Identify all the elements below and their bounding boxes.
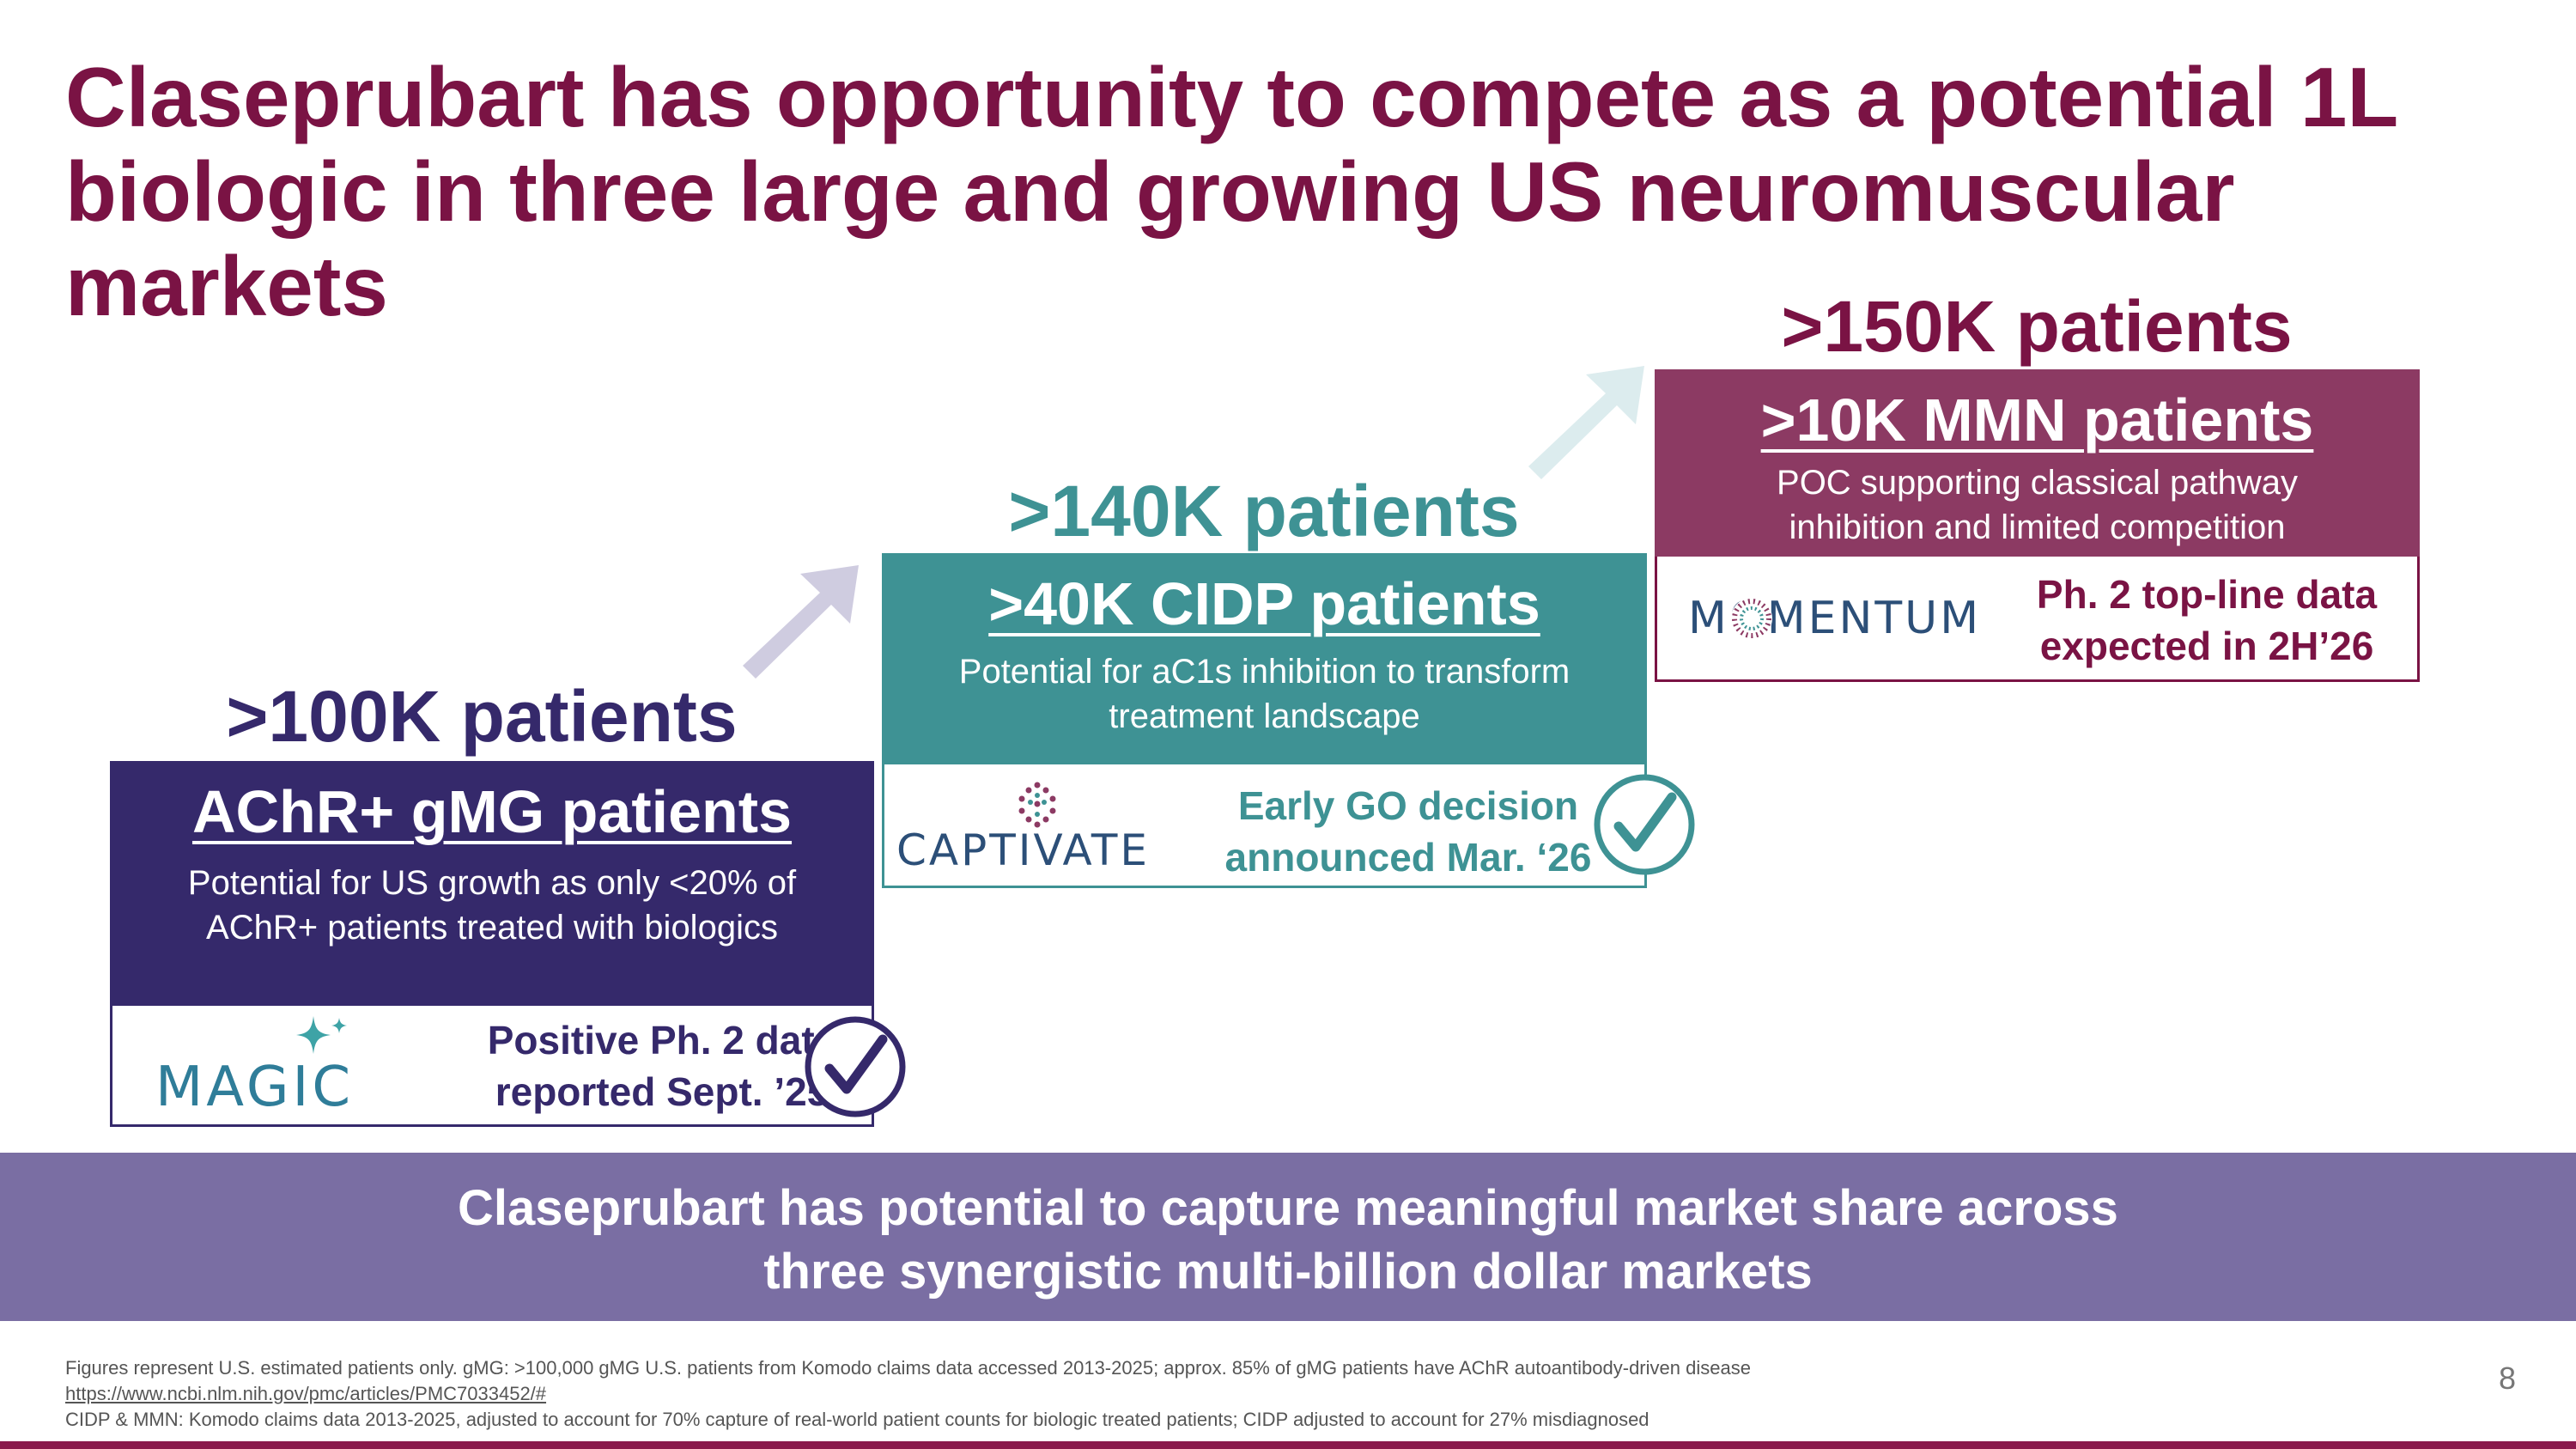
sparkle-icon bbox=[296, 1016, 347, 1054]
cidp-panel-desc-2: treatment landscape bbox=[1109, 697, 1420, 735]
gmg-status: Positive Ph. 2 data reported Sept. ’25 bbox=[404, 1014, 920, 1117]
gmg-panel-title: AChR+ gMG patients bbox=[191, 778, 793, 845]
cidp-panel-desc-1: Potential for aC1s inhibition to transfo… bbox=[958, 653, 1571, 691]
banner-line-2: three synergistic multi-billion dollar m… bbox=[763, 1244, 1813, 1300]
gmg-status-line-1: Positive Ph. 2 data bbox=[487, 1018, 837, 1062]
title-line-1: Claseprubart has opportunity to compete … bbox=[65, 50, 2399, 144]
footnotes: Figures represent U.S. estimated patient… bbox=[65, 1355, 1751, 1433]
mmn-panel-footer: MOMENTUM Ph. 2 top-line data expected in… bbox=[1655, 557, 2420, 682]
dotted-ring-icon bbox=[1731, 598, 1772, 639]
gmg-panel-footer: MAGIC Positive Ph. 2 data reported Sept.… bbox=[110, 1006, 874, 1127]
captivate-trial-logo: CAPTIVATE bbox=[896, 825, 1151, 875]
dots-cluster-icon bbox=[1018, 782, 1056, 828]
gmg-panel-header: AChR+ gMG patients Potential for US grow… bbox=[110, 761, 874, 1006]
gmg-panel-desc-2: AChR+ patients treated with biologics bbox=[206, 909, 778, 947]
cidp-panel-header: >40K CIDP patients Potential for aC1s in… bbox=[882, 553, 1647, 764]
magic-trial-logo: MAGIC bbox=[155, 1056, 355, 1119]
title-line-2: biologic in three large and growing US n… bbox=[65, 144, 2235, 239]
mmn-panel-desc-2: inhibition and limited competition bbox=[1789, 508, 2286, 546]
mmn-panel-desc-1: POC supporting classical pathway bbox=[1777, 464, 2298, 502]
cidp-panel-title: >40K CIDP patients bbox=[988, 570, 1540, 637]
cidp-panel-footer: CAPTIVATE Early GO decision announced Ma… bbox=[882, 764, 1647, 888]
slide-title: Claseprubart has opportunity to compete … bbox=[65, 50, 2504, 333]
arrow-up-right-icon bbox=[743, 565, 859, 679]
mmn-panel-title: >10K MMN patients bbox=[1760, 387, 2314, 454]
bottom-accent-bar bbox=[0, 1441, 2576, 1449]
title-line-3: markets bbox=[65, 239, 388, 333]
page-number: 8 bbox=[2498, 1361, 2516, 1396]
footnote-line-1: Figures represent U.S. estimated patient… bbox=[65, 1357, 1751, 1379]
cidp-total-patients: >140K patients bbox=[1008, 471, 1520, 551]
footnote-line-2: CIDP & MMN: Komodo claims data 2013-2025… bbox=[65, 1409, 1649, 1430]
arrow-up-right-icon bbox=[1528, 366, 1644, 479]
cidp-status-line-2: announced Mar. ‘26 bbox=[1224, 835, 1592, 880]
cidp-status-line-1: Early GO decision bbox=[1237, 783, 1579, 828]
mmn-panel-header: >10K MMN patients POC supporting classic… bbox=[1655, 369, 2420, 557]
summary-banner: Claseprubart has potential to capture me… bbox=[0, 1153, 2576, 1321]
gmg-panel-desc-1: Potential for US growth as only <20% of bbox=[187, 864, 797, 902]
mmn-total-patients: >150K patients bbox=[1781, 286, 2293, 367]
banner-line-1: Claseprubart has potential to capture me… bbox=[458, 1180, 2118, 1236]
mmn-status-line-2: expected in 2H’26 bbox=[2039, 624, 2374, 668]
mmn-status: Ph. 2 top-line data expected in 2H’26 bbox=[2009, 569, 2404, 672]
footnote-link[interactable]: https://www.ncbi.nlm.nih.gov/pmc/article… bbox=[65, 1383, 547, 1404]
gmg-status-line-2: reported Sept. ’25 bbox=[495, 1069, 829, 1114]
checkmark-circle-icon bbox=[1594, 774, 1695, 875]
gmg-total-patients: >100K patients bbox=[226, 676, 738, 757]
mmn-status-line-1: Ph. 2 top-line data bbox=[2036, 572, 2378, 617]
checkmark-circle-icon bbox=[805, 1016, 906, 1117]
cidp-status: Early GO decision announced Mar. ‘26 bbox=[1176, 780, 1640, 883]
